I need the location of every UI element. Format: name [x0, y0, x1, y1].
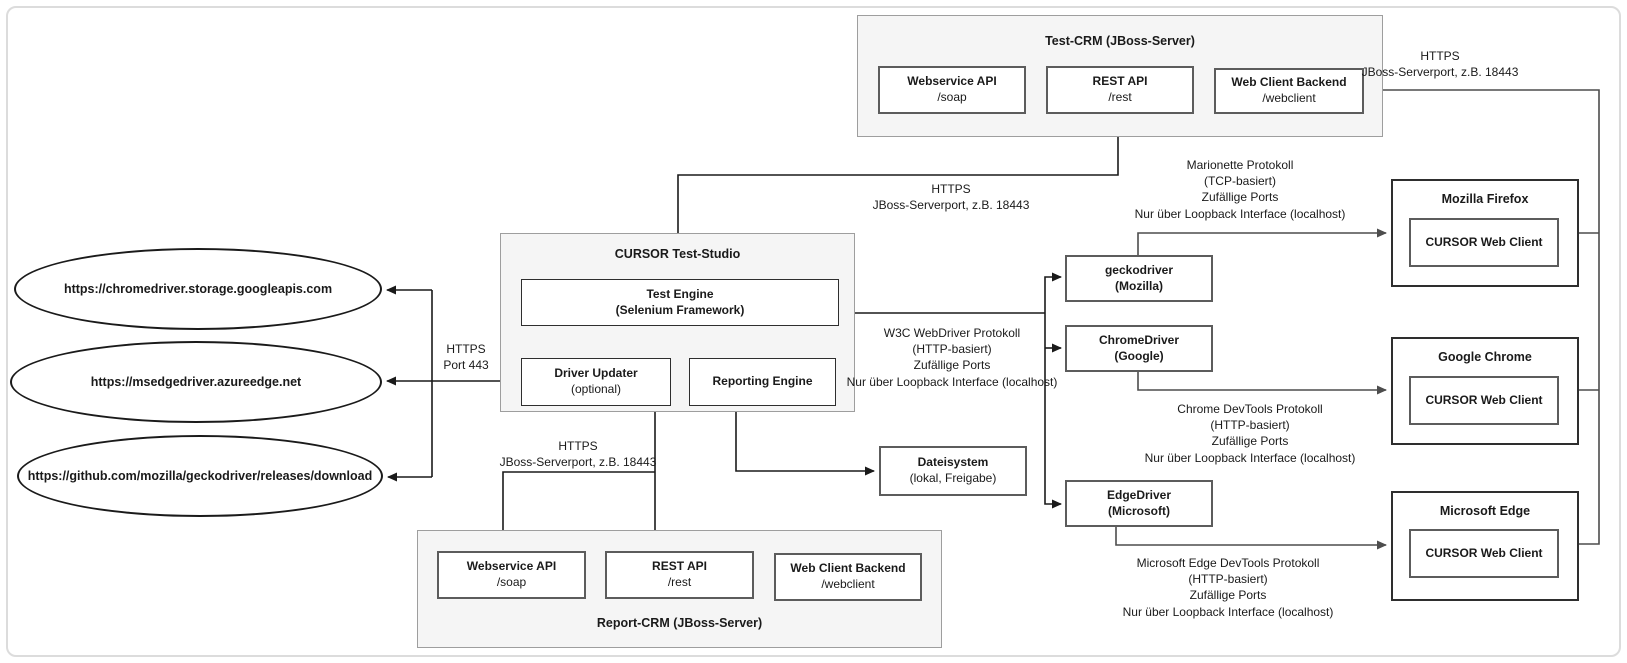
test-crm-webservice-api-box: Webservice API /soap: [878, 66, 1026, 114]
browser-name: Google Chrome: [1438, 350, 1532, 364]
chrome-cursor-web-client-box: CURSOR Web Client: [1409, 376, 1559, 425]
driver-name: ChromeDriver: [1098, 332, 1180, 347]
chromedriver-box: ChromeDriver (Google): [1065, 325, 1213, 372]
edge-browser-box: Microsoft Edge CURSOR Web Client: [1391, 491, 1579, 601]
service-path: /rest: [667, 575, 692, 589]
filesystem-box: Dateisystem (lokal, Freigabe): [879, 446, 1027, 496]
test-crm-rest-api-box: REST API /rest: [1046, 66, 1194, 114]
label-https-jboss-top-right: HTTPS JBoss-Serverport, z.B. 18443: [1361, 49, 1519, 80]
edge-cursor-web-client-box: CURSOR Web Client: [1409, 529, 1559, 578]
component-sub: (optional): [570, 382, 622, 396]
component-name: Test Engine: [646, 286, 714, 301]
label-w3c-webdriver-protocol: W3C WebDriver Protokoll (HTTP-basiert) Z…: [846, 326, 1058, 389]
service-name: Web Client Backend: [1231, 75, 1347, 90]
geckodriver-box: geckodriver (Mozilla): [1065, 255, 1213, 302]
chrome-browser-box: Google Chrome CURSOR Web Client: [1391, 337, 1579, 445]
test-crm-title: Test-CRM (JBoss-Server): [1045, 34, 1195, 48]
wire-geckodriver-to-firefox: [1137, 228, 1387, 255]
label-https-port-443: HTTPS Port 443: [443, 342, 489, 373]
driver-name: EdgeDriver: [1106, 487, 1172, 502]
wire-chromedriver-to-chrome: [1137, 372, 1387, 395]
test-engine-box: Test Engine (Selenium Framework): [521, 279, 839, 326]
label-marionette-protocol: Marionette Protokoll (TCP-basiert) Zufäl…: [1134, 158, 1346, 221]
browser-name: Microsoft Edge: [1439, 504, 1531, 518]
service-path: /soap: [496, 575, 527, 589]
report-crm-webservice-api-box: Webservice API /soap: [437, 551, 586, 599]
component-name: Reporting Engine: [712, 374, 813, 389]
test-crm-webclient-backend-box: Web Client Backend /webclient: [1214, 68, 1364, 114]
web-client-label: CURSOR Web Client: [1425, 234, 1543, 249]
test-crm-server-group: Test-CRM (JBoss-Server) Webservice API /…: [857, 15, 1383, 137]
label-edge-devtools-protocol: Microsoft Edge DevTools Protokoll (HTTP-…: [1122, 556, 1334, 619]
wire-browsers-to-webclient-backend: [1369, 85, 1600, 545]
wire-studio-to-testcrm: [677, 117, 1123, 233]
label-https-jboss-bottom: HTTPS JBoss-Serverport, z.B. 18443: [499, 439, 657, 470]
driver-vendor: (Mozilla): [1115, 278, 1163, 293]
reporting-engine-box: Reporting Engine: [689, 358, 836, 406]
firefox-cursor-web-client-box: CURSOR Web Client: [1409, 218, 1559, 267]
url-label: https://chromedriver.storage.googleapis.…: [63, 282, 333, 296]
report-crm-title: Report-CRM (JBoss-Server): [596, 616, 763, 630]
url-label: https://msedgedriver.azureedge.net: [90, 375, 302, 389]
service-name: REST API: [1092, 74, 1148, 89]
service-path: /soap: [937, 90, 967, 104]
firefox-browser-box: Mozilla Firefox CURSOR Web Client: [1391, 179, 1579, 287]
driver-updater-box: Driver Updater (optional): [521, 358, 671, 406]
driver-vendor: (Google): [1114, 348, 1164, 363]
driver-vendor: (Microsoft): [1108, 503, 1170, 518]
label-https-jboss-mid: HTTPS JBoss-Serverport, z.B. 18443: [872, 182, 1030, 213]
label-chrome-devtools-protocol: Chrome DevTools Protokoll (HTTP-basiert)…: [1144, 402, 1356, 465]
component-name: Dateisystem: [917, 455, 989, 470]
service-name: Web Client Backend: [790, 561, 906, 576]
service-path: /webclient: [821, 577, 875, 591]
wire-reporting-to-filesystem: [735, 410, 875, 476]
wire-to-geckodriver: [1044, 272, 1062, 313]
wire-edgedriver-to-edge: [1115, 527, 1387, 550]
url-label: https://github.com/mozilla/geckodriver/r…: [27, 469, 373, 483]
wire-studio-to-report-soap: [498, 471, 655, 546]
service-name: REST API: [652, 559, 707, 574]
component-name: Driver Updater: [554, 366, 638, 381]
service-name: Webservice API: [907, 74, 997, 89]
url-ellipse-msedgedriver: https://msedgedriver.azureedge.net: [10, 341, 382, 423]
service-name: Webservice API: [466, 559, 557, 574]
component-sub: (lokal, Freigabe): [909, 471, 997, 485]
wire-to-edgedriver: [1044, 313, 1062, 509]
browser-name: Mozilla Firefox: [1441, 192, 1529, 206]
web-client-label: CURSOR Web Client: [1425, 392, 1543, 407]
report-crm-webclient-backend-box: Web Client Backend /webclient: [774, 553, 922, 601]
driver-name: geckodriver: [1104, 262, 1174, 277]
component-sub: (Selenium Framework): [615, 302, 745, 317]
web-client-label: CURSOR Web Client: [1425, 545, 1543, 560]
url-ellipse-github-geckodriver: https://github.com/mozilla/geckodriver/r…: [17, 435, 383, 517]
report-crm-server-group: Webservice API /soap REST API /rest Web …: [417, 530, 942, 648]
service-path: /webclient: [1262, 91, 1316, 105]
url-ellipse-chromedriver-storage: https://chromedriver.storage.googleapis.…: [14, 248, 382, 330]
service-path: /rest: [1108, 90, 1132, 104]
studio-title: CURSOR Test-Studio: [614, 247, 741, 261]
edgedriver-box: EdgeDriver (Microsoft): [1065, 480, 1213, 527]
cursor-test-studio-group: CURSOR Test-Studio Test Engine (Selenium…: [500, 233, 855, 412]
report-crm-rest-api-box: REST API /rest: [605, 551, 754, 599]
